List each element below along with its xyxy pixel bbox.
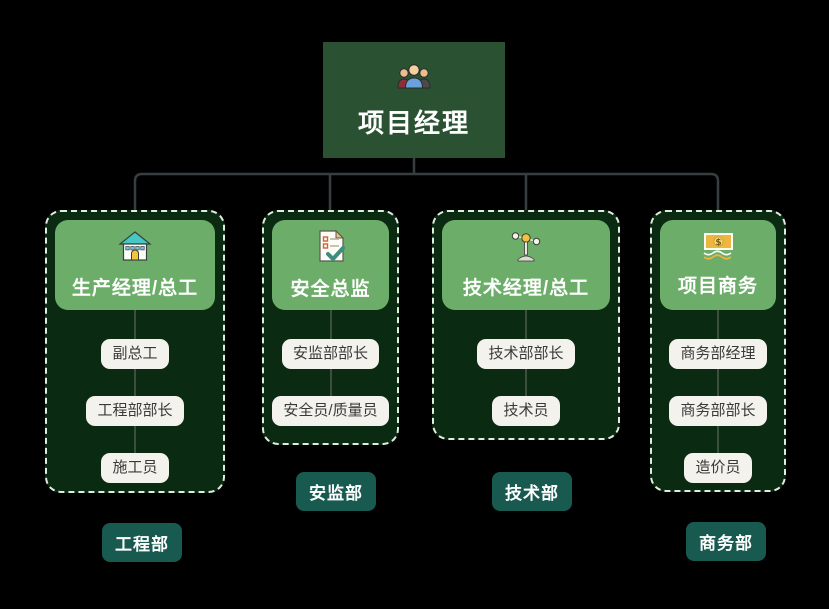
branch-safety: 安全总监 安监部部长 安全员/质量员 xyxy=(262,210,399,445)
dept-tag-technical: 技术部 xyxy=(492,472,572,511)
member-pill: 商务部经理 xyxy=(669,339,767,369)
branch-commerce-title: 项目商务 xyxy=(677,276,758,297)
dept-tag-safety-supervision: 安监部 xyxy=(296,472,376,511)
member-pill: 安监部部长 xyxy=(281,339,379,369)
branch-production-title: 生产经理/总工 xyxy=(71,278,199,299)
branch-commerce-members: 商务部经理 商务部部长 造价员 xyxy=(669,339,767,483)
banknote-icon: $ xyxy=(700,232,736,265)
dept-tag-engineering: 工程部 xyxy=(102,523,182,562)
dept-tag-commerce: 商务部 xyxy=(686,522,766,561)
member-pill: 工程部部长 xyxy=(86,396,184,426)
branch-inner-line xyxy=(134,307,136,465)
root-node-title: 项目经理 xyxy=(357,107,470,138)
branch-safety-members: 安监部部长 安全员/质量员 xyxy=(272,339,389,426)
root-node-project-manager: 项目经理 xyxy=(323,42,505,158)
member-pill: 施工员 xyxy=(101,453,169,483)
branch-production-members: 副总工 工程部部长 施工员 xyxy=(86,339,184,483)
team-icon xyxy=(394,61,434,96)
checklist-icon xyxy=(317,229,345,268)
member-pill: 技术员 xyxy=(492,396,560,426)
branch-commerce-header: $ 项目商务 xyxy=(660,220,776,310)
surveying-icon xyxy=(508,230,544,267)
branch-commerce: $ 项目商务 商务部经理 商务部部长 造价员 xyxy=(650,210,786,492)
branch-inner-line xyxy=(717,307,719,464)
member-pill: 安全员/质量员 xyxy=(272,396,389,426)
branch-production-header: 生产经理/总工 xyxy=(55,220,215,310)
branch-technical-title: 技术经理/总工 xyxy=(462,278,590,299)
branch-safety-header: 安全总监 xyxy=(272,220,389,310)
member-pill: 副总工 xyxy=(101,339,169,369)
member-pill: 技术部部长 xyxy=(477,339,575,369)
svg-text:$: $ xyxy=(715,238,721,248)
branch-safety-title: 安全总监 xyxy=(290,279,371,300)
branch-technical-members: 技术部部长 技术员 xyxy=(477,339,575,426)
member-pill: 造价员 xyxy=(684,453,752,483)
branch-production: 生产经理/总工 副总工 工程部部长 施工员 xyxy=(45,210,225,493)
branch-technical-header: 技术经理/总工 xyxy=(442,220,610,310)
member-pill: 商务部部长 xyxy=(669,396,767,426)
house-icon xyxy=(118,230,152,267)
branch-technical: 技术经理/总工 技术部部长 技术员 xyxy=(432,210,620,440)
